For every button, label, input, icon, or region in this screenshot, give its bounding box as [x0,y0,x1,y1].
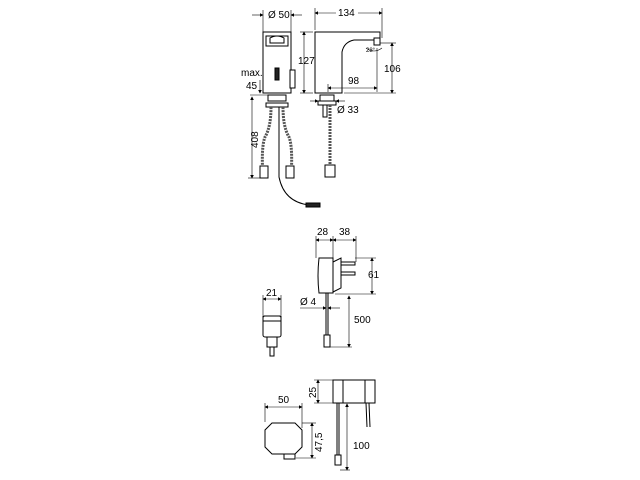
dim-diameter-base: Ø 33 [337,105,359,116]
dim-angle: 28° [366,48,376,54]
dim-adapter-height: 61 [368,270,380,281]
dim-prong-length: 38 [339,227,351,238]
dim-wire-length: 100 [353,441,370,452]
dim-diameter-body: Ø 50 [268,10,290,21]
sensor-box-side-view: 25 100 [308,379,376,471]
dim-cable-diameter: Ø 4 [300,297,317,308]
faucet-front-view: Ø 50 max. 45 408 [241,10,321,208]
sensor-box-top-view: 50 47,5 [264,395,325,460]
dim-max-label: max. [241,68,263,79]
dim-box-width: 50 [278,395,290,406]
dim-box-depth: 47,5 [314,432,325,452]
dim-spout-height: 106 [384,64,401,75]
dim-plug-width: 21 [266,288,278,299]
faucet-side-view: 28° 134 127 106 98 Ø 33 [298,6,401,178]
plug-front-view: 21 [262,288,282,357]
dim-cable-length: 500 [354,315,371,326]
power-adapter: 28 38 61 Ø 4 500 [300,227,380,348]
dim-adapter-depth: 28 [317,227,329,238]
dim-height: 127 [298,56,315,67]
dim-spout-reach: 98 [348,76,360,87]
dim-hose-length: 408 [250,131,261,148]
dim-max-value: 45 [246,81,258,92]
dim-box-height: 25 [308,386,319,398]
dim-length: 134 [338,8,355,19]
